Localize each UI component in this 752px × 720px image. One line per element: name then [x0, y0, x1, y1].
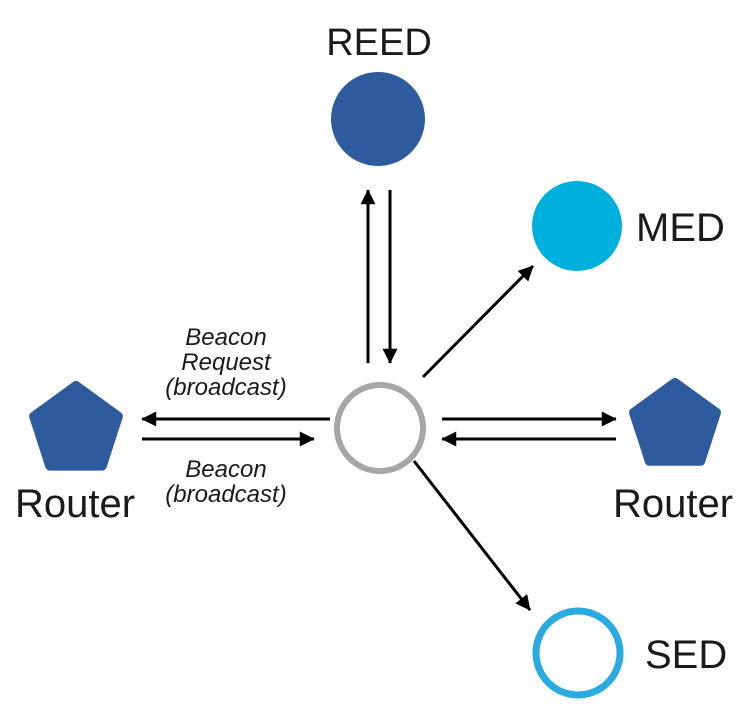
router-right-label: Router — [613, 482, 733, 526]
beacon-line2: (broadcast) — [165, 481, 286, 508]
sed-node-circle — [532, 607, 624, 699]
beacon-label: Beacon (broadcast) — [165, 456, 286, 508]
reed-label: REED — [326, 22, 432, 64]
med-label: MED — [636, 206, 725, 250]
router-left-pentagon — [29, 381, 123, 471]
beacon-request-line1: Beacon — [185, 324, 266, 351]
router-right-pentagon — [629, 378, 721, 466]
arrow-joiner-to-sed — [412, 460, 532, 611]
router-left-label: Router — [15, 482, 135, 526]
arrow-joiner-to-med — [421, 264, 535, 379]
beacon-request-line2: Request — [181, 349, 272, 376]
beacon-request-label: Beacon Request (broadcast) — [165, 324, 286, 401]
joiner-node-circle — [334, 382, 426, 474]
beacon-line1: Beacon — [185, 456, 266, 483]
med-node-circle — [532, 181, 622, 271]
reed-node-circle — [331, 72, 425, 166]
sed-label: SED — [645, 633, 727, 677]
arrow-group — [141, 189, 617, 611]
beacon-request-line3: (broadcast) — [165, 374, 286, 401]
